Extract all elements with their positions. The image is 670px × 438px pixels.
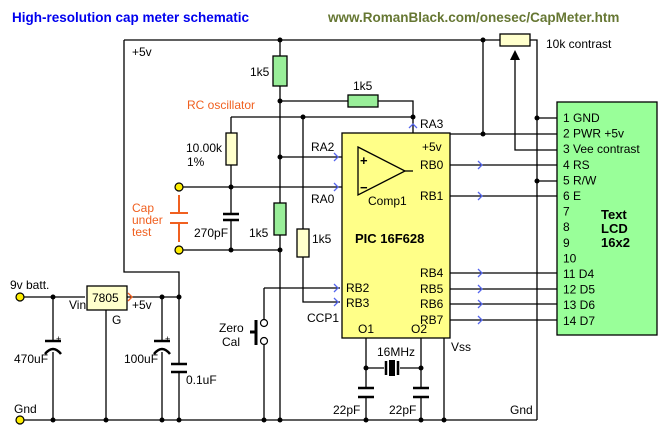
- plus5v-rail-label: +5v: [132, 45, 152, 59]
- capacitor-0.1uf-label: 0.1uF: [186, 373, 217, 387]
- zero-cal-label-1: Zero: [219, 321, 244, 335]
- lcd-pin-label: 6 E: [563, 189, 581, 203]
- crystal-16mhz: [384, 360, 400, 376]
- resistor-timing-value: 10.00k: [186, 141, 223, 155]
- comparator-label: Comp1: [368, 194, 407, 208]
- capacitor-22pf-b: [413, 386, 429, 399]
- pin-rb2: RB2: [346, 281, 370, 295]
- ccp1-label: CCP1: [307, 311, 339, 325]
- lcd-pin-label: 12 D5: [563, 283, 595, 297]
- resistor-divider-1k5: [273, 202, 287, 236]
- regulator-g: G: [112, 313, 121, 327]
- lcd-pin-label: 10: [563, 251, 577, 265]
- lcd-title-2: LCD: [601, 221, 628, 236]
- pin-5v: +5v: [422, 140, 442, 154]
- cap-under-test-label-1: Cap: [132, 201, 154, 215]
- zero-cal-label-2: Cal: [222, 335, 240, 349]
- cap-under-test-label-3: test: [132, 225, 152, 239]
- junction-dots: [50, 37, 540, 423]
- gnd-right-label: Gnd: [510, 403, 533, 417]
- regulator-output-arrow-icon: [127, 292, 133, 302]
- capacitor-22pf-a-label: 22pF: [333, 403, 360, 417]
- capacitor-270pf-label: 270pF: [194, 226, 228, 240]
- lcd-module: [556, 101, 658, 336]
- pot-wiper-arrow-icon: [510, 50, 520, 60]
- rc-oscillator-label: RC oscillator: [187, 98, 255, 112]
- battery-label: 9v batt.: [10, 278, 49, 292]
- lcd-title-1: Text: [601, 207, 627, 222]
- pin-rb0: RB0: [420, 158, 444, 172]
- comparator-minus: −: [360, 180, 368, 195]
- battery-terminal[interactable]: [15, 292, 25, 302]
- regulator-vin: Vin: [69, 298, 86, 312]
- capacitor-270pf: [223, 212, 239, 222]
- resistor-timing-tolerance: 1%: [187, 155, 205, 169]
- capacitor-470uf-label: 470uF: [14, 352, 48, 366]
- capacitor-100uf-label: 100uF: [124, 352, 158, 366]
- resistor-top-1k5: [272, 55, 288, 87]
- resistor-ccp-1k5: [296, 228, 310, 258]
- resistor-top-label: 1k5: [250, 65, 270, 79]
- pin-rb3: RB3: [346, 296, 370, 310]
- lcd-pin-label: 11 D4: [563, 267, 594, 281]
- comparator-plus: +: [360, 153, 368, 168]
- svg-text:+: +: [56, 334, 61, 344]
- lcd-pin-label: 14 D7: [563, 314, 595, 328]
- pic-name: PIC 16F628: [355, 231, 424, 246]
- lcd-pin-label: 7: [563, 205, 570, 219]
- capacitor-0.1uf: [171, 362, 187, 374]
- zero-cal-button[interactable]: [250, 318, 269, 346]
- capacitor-100uf: +: [153, 334, 171, 355]
- lcd-title-3: 16x2: [601, 235, 630, 250]
- pin-rb1: RB1: [420, 189, 444, 203]
- capacitor-22pf-b-label: 22pF: [389, 403, 416, 417]
- pin-rb6: RB6: [420, 297, 444, 311]
- resistor-feedback-label: 1k5: [353, 79, 373, 93]
- vss-label: Vss: [451, 340, 471, 354]
- lcd-pin-label: 4 RS: [563, 158, 590, 172]
- wiring: [20, 39, 557, 421]
- resistor-divider-label: 1k5: [249, 226, 269, 240]
- capacitor-470uf: +: [44, 334, 62, 355]
- lcd-pin-label: 13 D6: [563, 298, 595, 312]
- lcd-pin-label: 1 GND: [563, 111, 600, 125]
- capacitor-22pf-a: [358, 386, 374, 399]
- contrast-potentiometer[interactable]: [499, 33, 531, 47]
- cap-under-test-symbol: [170, 212, 188, 224]
- pin-ra2: RA2: [311, 140, 335, 154]
- lcd-pin-label: 2 PWR +5v: [563, 127, 624, 141]
- regulator-out: +5v: [132, 298, 152, 312]
- resistor-ccp-label: 1k5: [312, 232, 332, 246]
- contrast-label: 10k contrast: [546, 37, 612, 51]
- source-url[interactable]: www.RomanBlack.com/onesec/CapMeter.htm: [327, 10, 619, 25]
- comparator-symbol: [357, 145, 413, 197]
- page-title: High-resolution cap meter schematic: [12, 10, 250, 25]
- svg-text:+: +: [165, 334, 170, 344]
- crystal-label: 16MHz: [377, 345, 415, 359]
- gnd-left-label: Gnd: [14, 402, 37, 416]
- pin-o2: O2: [411, 322, 427, 336]
- test-terminal-top[interactable]: [174, 182, 184, 192]
- cap-under-test-label-2: under: [132, 213, 163, 227]
- gnd-terminal[interactable]: [15, 415, 25, 425]
- test-terminal-bottom[interactable]: [174, 245, 184, 255]
- pin-rb5: RB5: [420, 282, 444, 296]
- pin-ra0: RA0: [311, 192, 335, 206]
- pin-rb4: RB4: [420, 266, 444, 280]
- lcd-pin-label: 5 R/W: [563, 173, 597, 187]
- regulator-name: 7805: [92, 291, 119, 305]
- pin-o1: O1: [358, 322, 374, 336]
- lcd-pin-label: 3 Vee contrast: [563, 142, 640, 156]
- lcd-pin-label: 8: [563, 220, 570, 234]
- pin-ra3: RA3: [420, 117, 444, 131]
- pic-16f628-chip: [341, 132, 451, 339]
- regulator-7805: [86, 285, 128, 311]
- pin-rb7: RB7: [420, 313, 444, 327]
- pin-arrows: [333, 123, 483, 325]
- resistor-timing-10k: [225, 132, 238, 166]
- resistor-feedback-1k5: [347, 94, 379, 108]
- lcd-pin-label: 9: [563, 236, 570, 250]
- lcd-pin-labels: 1 GND 2 PWR +5v3 Vee contrast 4 RS5 R/W 6 E…: [563, 111, 640, 328]
